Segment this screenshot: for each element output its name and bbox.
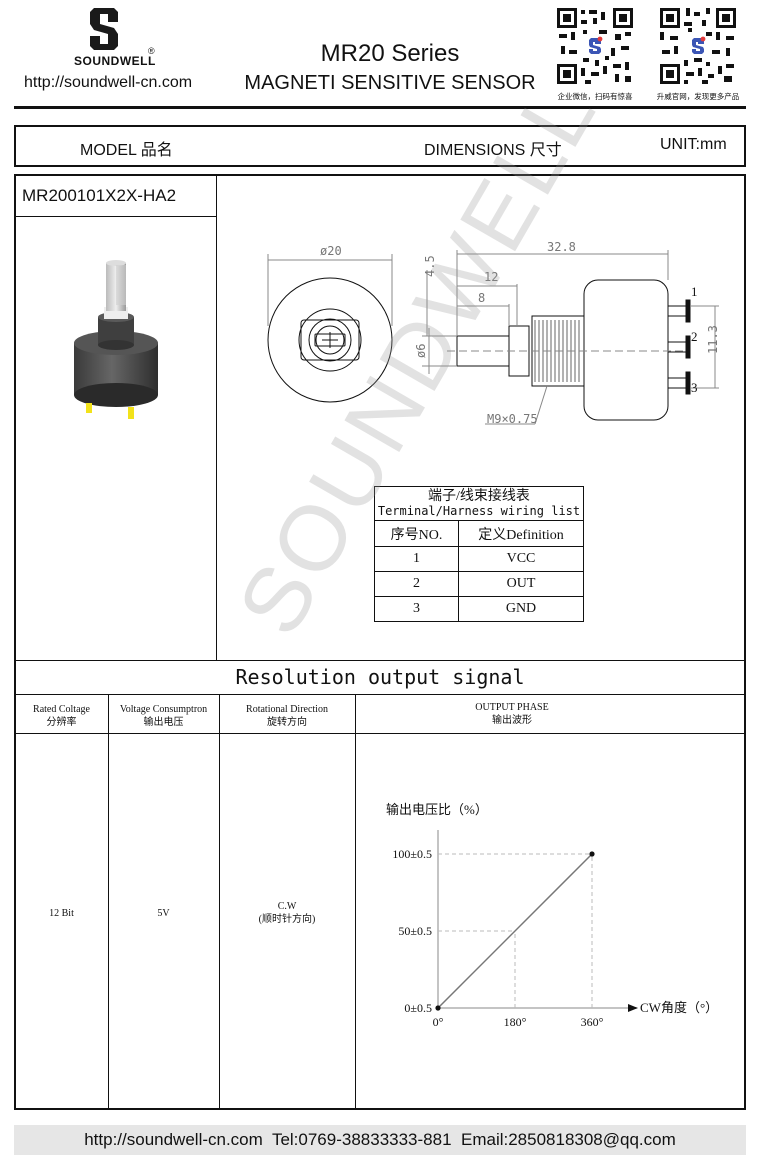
- col-divider-2: [219, 695, 220, 1109]
- qr-website-caption: 升威官网，发现更多产品: [656, 92, 740, 101]
- dimension-drawing: [217, 176, 745, 476]
- model-name-underline: [15, 216, 216, 217]
- data-point: [589, 851, 595, 857]
- header-output-phase: OUTPUT PHASE 输出波形: [355, 701, 669, 727]
- header-rotational-direction-cn: 旋转方向: [267, 717, 307, 728]
- pin-label-1: 1: [691, 284, 698, 299]
- x-tick-label: 360°: [581, 1015, 604, 1029]
- wiring-def: VCC: [458, 546, 584, 572]
- x-axis-arrow: [628, 1004, 638, 1012]
- x-tick-label: 0°: [433, 1015, 444, 1029]
- qr-code-wechat[interactable]: [555, 6, 635, 86]
- resolution-header-rule: [15, 733, 745, 734]
- data-point: [435, 1005, 441, 1011]
- output-series-line: [437, 853, 593, 1009]
- header-rated-voltage-cn: 分辨率: [46, 717, 77, 728]
- dim-length-8: 8: [478, 291, 486, 305]
- wiring-def: GND: [458, 596, 584, 622]
- qr-code-website[interactable]: [658, 6, 738, 86]
- col-divider-3: [355, 695, 356, 1109]
- col-divider-1: [108, 695, 109, 1109]
- wiring-table: 端子/线束接线表 Terminal/Harness wiring list 序号…: [374, 486, 584, 622]
- header-rotational-direction: Rotational Direction 旋转方向: [219, 703, 355, 729]
- qr-code-website-icon: [658, 6, 738, 86]
- header-rated-voltage-en: Rated Coltage: [33, 704, 90, 715]
- wiring-table-title: 端子/线束接线表 Terminal/Harness wiring list: [374, 486, 584, 521]
- table-row: 2 OUT: [374, 571, 584, 597]
- wiring-title-cn: 端子/线束接线表: [428, 488, 530, 504]
- header-voltage-consumption-cn: 输出电压: [143, 717, 184, 728]
- unit-label: UNIT:mm: [660, 136, 727, 153]
- header-output-phase-cn: 输出波形: [492, 715, 532, 726]
- output-phase-chart-svg: 输出电压比（%） CW角度（°） 0±0.5 50±0.5 100±0.5 0° 180…: [386, 802, 718, 1029]
- header-rated-voltage: Rated Coltage 分辨率: [15, 703, 108, 729]
- y-tick-label: 100±0.5: [392, 847, 432, 861]
- value-voltage: 5V: [157, 908, 170, 919]
- value-bits: 12 Bit: [49, 908, 74, 919]
- qr-code-wechat-icon: [555, 6, 635, 86]
- header-voltage-consumption-en: Voltage Consumptron: [119, 704, 208, 715]
- value-direction-cn: (顺时针方向): [258, 914, 316, 925]
- series-title: MR20 Series: [320, 40, 460, 67]
- dimension-drawing-svg: [267, 250, 719, 425]
- dim-height-4-5: 4.5: [423, 255, 437, 277]
- dim-diameter-6: ø6: [414, 343, 428, 358]
- wiring-title-en: Terminal/Harness wiring list: [377, 503, 581, 518]
- dim-height-11-3: 11.3: [706, 325, 720, 354]
- title-bar: [14, 125, 746, 167]
- wiring-no: 3: [374, 596, 459, 622]
- pin-label-3: 3: [691, 380, 698, 395]
- wiring-header-no: 序号NO.: [374, 520, 459, 547]
- sensor-illustration-icon: [74, 260, 158, 419]
- footer-bar: http://soundwell-cn.com Tel:0769-3883333…: [14, 1125, 746, 1155]
- header-voltage-consumption: Voltage Consumptron 输出电压: [108, 703, 219, 729]
- pin-label-2: 2: [691, 329, 698, 344]
- header-output-phase-en: OUTPUT PHASE: [475, 702, 549, 713]
- header-website-link[interactable]: http://soundwell-cn.com: [24, 74, 193, 91]
- dim-length-12: 12: [484, 270, 499, 284]
- product-title: MAGNETI SENSITIVE SENSOR: [244, 72, 536, 94]
- registered-mark: ®: [148, 46, 155, 56]
- soundwell-logo-icon: [90, 8, 118, 50]
- model-column-divider: [216, 175, 217, 661]
- wiring-no: 2: [374, 571, 459, 597]
- table-row: 3 GND: [374, 596, 584, 622]
- value-direction: C.W (顺时针方向): [219, 900, 355, 926]
- x-tick-label: 180°: [504, 1015, 527, 1029]
- header-rotational-direction-en: Rotational Direction: [246, 704, 328, 715]
- dim-diameter-20: ø20: [320, 244, 342, 258]
- table-row: 1 VCC: [374, 546, 584, 572]
- qr-wechat-caption: 企业微信，扫码有惊喜: [557, 92, 633, 101]
- y-tick-label: 0±0.5: [404, 1001, 432, 1015]
- logo: [88, 6, 124, 52]
- y-tick-label: 50±0.5: [398, 924, 432, 938]
- wiring-def: OUT: [458, 571, 584, 597]
- wiring-no: 1: [374, 546, 459, 572]
- dimensions-label: DIMENSIONS 尺寸: [424, 142, 562, 159]
- footer-contact: http://soundwell-cn.com Tel:0769-3883333…: [84, 1130, 676, 1149]
- brand-name: SOUNDWELL: [74, 54, 156, 68]
- value-direction-en: C.W: [277, 901, 297, 912]
- dim-thread: M9×0.75: [487, 412, 538, 426]
- resolution-title: Resolution output signal: [235, 665, 525, 689]
- header-divider: [14, 106, 746, 109]
- product-image: [60, 255, 180, 425]
- resolution-top-rule: [15, 660, 745, 661]
- output-phase-chart: 输出电压比（%） CW角度（°） 0±0.5 50±0.5 100±0.5 0° 180…: [356, 790, 744, 1040]
- chart-xlabel: CW角度（°）: [640, 1000, 718, 1015]
- main-frame: [14, 174, 746, 1110]
- model-name: MR200101X2X-HA2: [22, 186, 177, 205]
- wiring-header-def: 定义Definition: [458, 520, 584, 547]
- resolution-title-rule: [15, 694, 745, 695]
- chart-ylabel: 输出电压比（%）: [386, 802, 488, 817]
- dim-length-32-8: 32.8: [547, 240, 576, 254]
- model-label: MODEL 品名: [80, 142, 173, 159]
